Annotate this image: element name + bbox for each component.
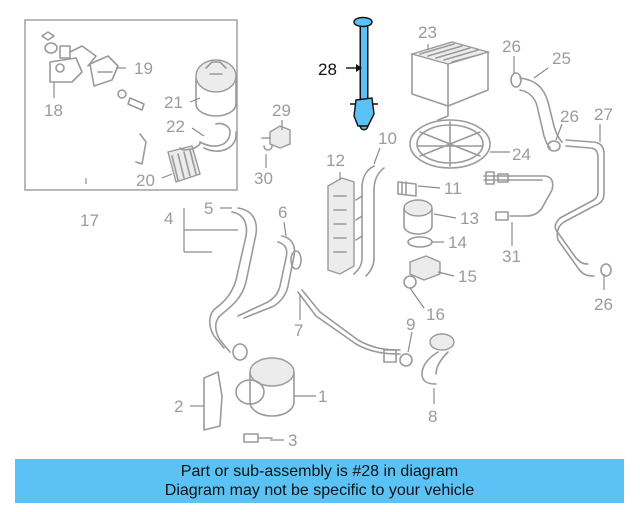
callout-30: 30 bbox=[254, 169, 273, 188]
callout-4: 4 bbox=[164, 209, 173, 228]
callout-22: 22 bbox=[166, 117, 185, 136]
callout-10: 10 bbox=[378, 129, 397, 148]
part-11 bbox=[397, 181, 417, 197]
part-2 bbox=[203, 371, 223, 431]
callout-5: 5 bbox=[204, 199, 213, 218]
callout-23: 23 bbox=[418, 23, 437, 42]
callout-20: 20 bbox=[136, 171, 155, 190]
callout-31: 31 bbox=[502, 247, 521, 266]
part-23 bbox=[409, 41, 491, 121]
part-31 bbox=[483, 171, 554, 221]
callout-12: 12 bbox=[326, 151, 345, 170]
callout-1: 1 bbox=[318, 387, 327, 406]
part-5-6 bbox=[208, 207, 302, 361]
callout-26-top: 26 bbox=[502, 37, 521, 56]
callout-8: 8 bbox=[428, 407, 437, 426]
callout-13: 13 bbox=[460, 209, 479, 228]
callout-11: 11 bbox=[444, 179, 462, 198]
part-1 bbox=[235, 357, 295, 417]
callout-numbers: 17 18 19 21 22 20 28 23 26 25 26 27 29 3… bbox=[44, 23, 613, 450]
part-15-16 bbox=[403, 255, 441, 289]
part-13 bbox=[403, 199, 433, 235]
callout-3: 3 bbox=[288, 431, 297, 450]
inset-box bbox=[24, 19, 238, 191]
inset-parts bbox=[41, 31, 237, 183]
callout-29: 29 bbox=[272, 101, 291, 120]
callout-7: 7 bbox=[294, 321, 303, 340]
callout-24: 24 bbox=[512, 145, 531, 164]
part-12 bbox=[327, 177, 355, 275]
callout-17: 17 bbox=[80, 211, 99, 230]
leader-lines bbox=[53, 44, 605, 441]
callout-2: 2 bbox=[174, 397, 183, 416]
banner-line-1: Part or sub-assembly is #28 in diagram bbox=[180, 463, 459, 480]
part-29-30 bbox=[261, 125, 291, 151]
callout-16: 16 bbox=[426, 305, 445, 324]
callout-25: 25 bbox=[552, 49, 571, 68]
callout-26-bottom: 26 bbox=[594, 295, 613, 314]
part-7 bbox=[297, 289, 401, 363]
callout-26-mid: 26 bbox=[560, 107, 579, 126]
callout-21: 21 bbox=[164, 93, 183, 112]
part-8-9 bbox=[399, 333, 455, 385]
callout-14: 14 bbox=[448, 233, 467, 252]
callout-6: 6 bbox=[278, 203, 287, 222]
callout-18: 18 bbox=[44, 101, 63, 120]
callout-27: 27 bbox=[594, 105, 613, 124]
part-14 bbox=[407, 236, 433, 248]
info-banner: Part or sub-assembly is #28 in diagram D… bbox=[15, 459, 624, 503]
part-24 bbox=[409, 119, 491, 169]
part-3 bbox=[243, 433, 273, 443]
banner-line-2: Diagram may not be specific to your vehi… bbox=[164, 482, 475, 499]
callout-28-highlighted: 28 bbox=[318, 60, 337, 79]
callout-15: 15 bbox=[458, 267, 477, 286]
callout-19: 19 bbox=[134, 59, 153, 78]
part-10 bbox=[353, 165, 385, 277]
part-27 bbox=[554, 139, 612, 277]
callout-9: 9 bbox=[406, 315, 415, 334]
part-28-highlighted[interactable] bbox=[350, 16, 378, 131]
part-25 bbox=[510, 72, 563, 152]
